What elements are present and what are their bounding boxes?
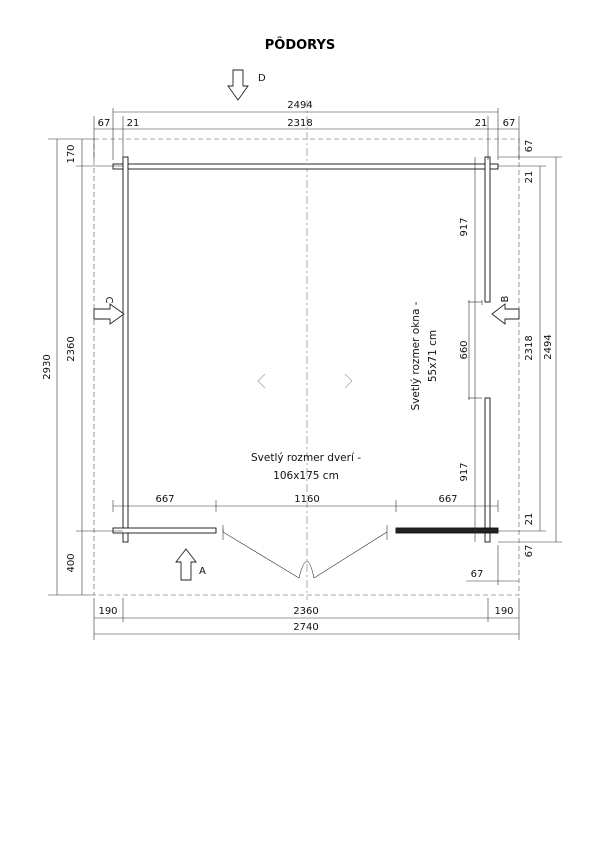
- view-b-label: B: [500, 295, 511, 302]
- dim-bottom-190-right: 190: [494, 606, 513, 617]
- dim-front-667-right: 667: [438, 494, 457, 505]
- view-d-label: D: [258, 73, 266, 84]
- dim-top-total: 2494: [287, 100, 312, 111]
- door-size-value: 106x175 cm: [273, 470, 339, 482]
- door-leaf-left: [222, 531, 300, 579]
- center-marker-left: [257, 373, 266, 389]
- center-marker-right: [344, 373, 353, 389]
- dim-right-2318: 2318: [524, 335, 535, 360]
- dim-top-right-21: 21: [475, 118, 488, 129]
- wall-back: [112, 163, 499, 170]
- window-size-note: Svetlý rozmer okna -: [410, 301, 422, 410]
- dim-right-21-bottom: 21: [524, 513, 535, 526]
- view-b-arrow-icon: [491, 303, 520, 325]
- dim-top-mid: 2318: [287, 118, 312, 129]
- view-c-label: C: [103, 297, 114, 304]
- wall-front-left: [112, 527, 217, 534]
- wall-right-upper: [484, 156, 491, 303]
- dim-left-2360: 2360: [66, 336, 77, 361]
- plan-title: PÔDORYS: [265, 37, 336, 53]
- wall-right-lower: [484, 397, 491, 543]
- dim-front-1160: 1160: [294, 494, 319, 505]
- dim-bottom-190-left: 190: [98, 606, 117, 617]
- dim-left-400: 400: [66, 553, 77, 572]
- wall-front-right: [395, 527, 499, 534]
- dim-top-left-21: 21: [127, 118, 140, 129]
- dim-right-917-bottom: 917: [459, 462, 470, 481]
- view-c-arrow-icon: [93, 303, 125, 325]
- door-size-note: Svetlý rozmer dverí -: [251, 452, 361, 464]
- view-a-label: A: [199, 566, 206, 577]
- dim-front-667-left: 667: [155, 494, 174, 505]
- dim-right-67-bottom: 67: [524, 545, 535, 558]
- wall-left: [122, 156, 129, 543]
- dim-bottom-mid: 2360: [293, 606, 318, 617]
- dim-top-right-67: 67: [503, 118, 516, 129]
- door-leaf-right: [313, 531, 388, 579]
- view-a-arrow-icon: [175, 548, 197, 581]
- dim-front-67: 67: [471, 569, 484, 580]
- dim-right-2494: 2494: [543, 334, 554, 359]
- dim-left-2930: 2930: [42, 354, 53, 379]
- roof-outline: [93, 138, 520, 596]
- dim-right-660: 660: [459, 340, 470, 359]
- window-size-value: 55x71 cm: [427, 330, 439, 382]
- dim-left-170: 170: [66, 144, 77, 163]
- dim-top-left-67: 67: [98, 118, 111, 129]
- view-d-arrow-icon: [227, 69, 249, 101]
- dim-right-67-top: 67: [524, 140, 535, 153]
- dim-right-21-top: 21: [524, 171, 535, 184]
- dim-right-917-top: 917: [459, 217, 470, 236]
- dim-bottom-total: 2740: [293, 622, 318, 633]
